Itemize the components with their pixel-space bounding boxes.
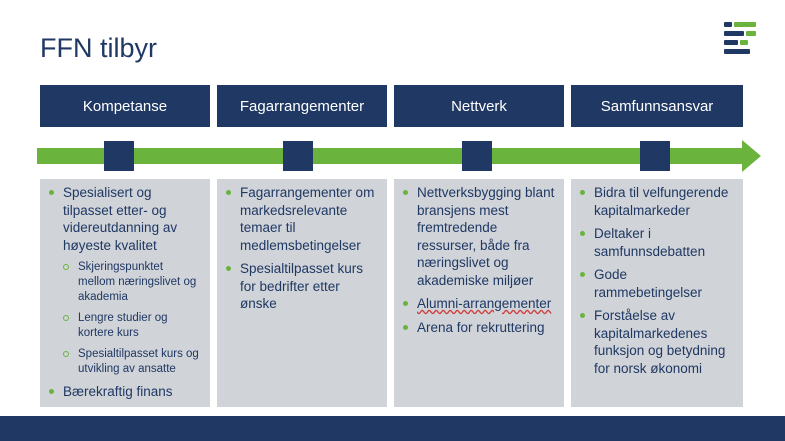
- timeline-marker: [104, 141, 134, 171]
- sub-list-item: Spesialtilpasset kurs og utvikling av an…: [48, 347, 202, 377]
- list-item-text: Alumni-arrangementer: [417, 296, 552, 311]
- footer-bar: [0, 416, 785, 441]
- list-item: Forståelse av kapitalmarkedenes funksjon…: [579, 307, 735, 377]
- header-samfunnsansvar: Samfunnsansvar: [571, 85, 743, 127]
- timeline-arrow-bar: [37, 148, 747, 164]
- timeline-marker: [462, 141, 492, 171]
- list-item: Spesialisert og tilpasset etter- og vide…: [48, 184, 202, 254]
- timeline-marker: [283, 141, 313, 171]
- ffn-logo-icon: [724, 22, 756, 54]
- header-fagarrangementer: Fagarrangementer: [217, 85, 387, 127]
- list-item: Fagarrangementer om markedsrelevante tem…: [225, 184, 379, 254]
- list-item: Bærekraftig finans: [48, 383, 202, 401]
- list-item: Nettverksbygging blant bransjens mest fr…: [402, 184, 556, 289]
- list-item: Gode rammebetingelser: [579, 266, 735, 301]
- column-kompetanse: Spesialisert og tilpasset etter- og vide…: [40, 179, 210, 407]
- header-nettverk: Nettverk: [394, 85, 564, 127]
- list-item: Spesialtilpasset kurs for bedrifter ette…: [225, 260, 379, 313]
- column-fagarrangementer: Fagarrangementer om markedsrelevante tem…: [217, 179, 387, 407]
- column-nettverk: Nettverksbygging blant bransjens mest fr…: [394, 179, 564, 407]
- sub-list-item: Lengre studier og kortere kurs: [48, 311, 202, 341]
- slide-title: FFN tilbyr: [40, 33, 157, 63]
- timeline-arrow-head-icon: [742, 140, 761, 172]
- column-samfunnsansvar: Bidra til velfungerende kapitalmarkeder …: [571, 179, 743, 407]
- list-item: Alumni-arrangementer: [402, 295, 556, 313]
- sub-list-item: Skjeringspunktet mellom næringslivet og …: [48, 260, 202, 305]
- list-item: Bidra til velfungerende kapitalmarkeder: [579, 184, 735, 219]
- list-item: Arena for rekruttering: [402, 319, 556, 337]
- header-kompetanse: Kompetanse: [40, 85, 210, 127]
- timeline-marker: [640, 141, 670, 171]
- list-item: Deltaker i samfunnsdebatten: [579, 225, 735, 260]
